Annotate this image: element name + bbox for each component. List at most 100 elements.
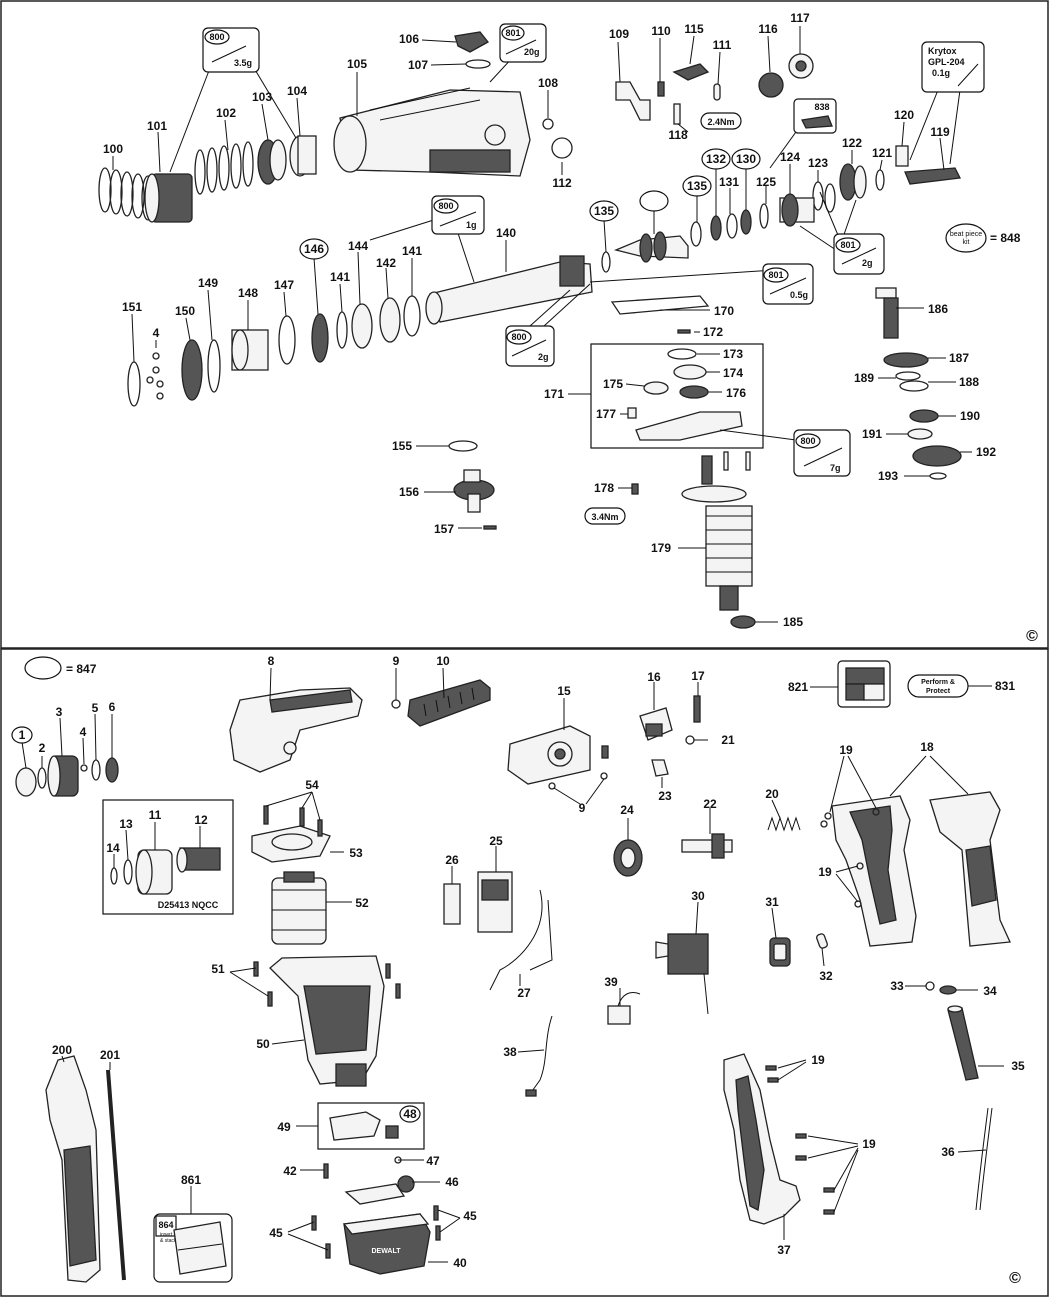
svg-text:42: 42 <box>283 1164 297 1178</box>
part-149-ring <box>207 339 221 393</box>
svg-text:4: 4 <box>153 326 160 340</box>
svg-text:5: 5 <box>92 701 99 715</box>
svg-text:26: 26 <box>445 853 459 867</box>
part-10-vent-cover <box>407 679 491 727</box>
part-121-clip <box>875 169 885 191</box>
svg-text:116: 116 <box>758 22 778 36</box>
part-140-barrel <box>425 255 593 325</box>
svg-text:112: 112 <box>552 176 572 190</box>
part-105-gear-housing <box>333 87 531 177</box>
svg-text:48: 48 <box>403 1107 417 1121</box>
svg-text:124: 124 <box>780 150 800 164</box>
svg-text:GPL-204: GPL-204 <box>928 57 965 67</box>
svg-text:100: 100 <box>103 142 123 156</box>
svg-text:141: 141 <box>330 270 350 284</box>
svg-text:39: 39 <box>604 975 618 989</box>
part-46-cable-clamp <box>344 1175 415 1205</box>
svg-text:10: 10 <box>436 654 450 668</box>
svg-text:135: 135 <box>687 179 707 193</box>
part-125-ring <box>759 203 769 229</box>
copyright-lower: © <box>1009 1270 1021 1287</box>
svg-text:157: 157 <box>434 522 454 536</box>
part-124-ram <box>779 193 815 227</box>
svg-text:45: 45 <box>463 1209 477 1223</box>
part-51-screws <box>253 961 401 1007</box>
svg-text:8: 8 <box>268 654 275 668</box>
svg-text:800: 800 <box>800 436 815 446</box>
part-12-adapter <box>176 847 221 873</box>
callout-801-2g: 801 2g <box>833 233 885 275</box>
part-40-end-cap: DEWALT <box>342 1213 431 1275</box>
leader-lines-lower <box>21 667 1004 1263</box>
part-26-module <box>443 883 461 925</box>
svg-text:= 848: = 848 <box>990 231 1021 245</box>
part-147-ring <box>278 315 296 365</box>
part-191-washer <box>907 428 933 440</box>
svg-text:21: 21 <box>721 733 735 747</box>
svg-text:141: 141 <box>402 244 422 258</box>
svg-text:36: 36 <box>941 1145 955 1159</box>
part-18-handle-halves <box>831 791 1011 947</box>
svg-text:33: 33 <box>890 979 904 993</box>
svg-text:201: 201 <box>100 1048 120 1062</box>
svg-text:110: 110 <box>651 24 671 38</box>
svg-text:187: 187 <box>949 351 969 365</box>
part-189-ring <box>895 371 921 381</box>
part-201-depth-rod <box>106 1069 126 1281</box>
part-190-bearing <box>909 409 939 423</box>
svg-text:121: 121 <box>872 146 892 160</box>
part-177-block <box>627 407 637 419</box>
part-192-gear <box>912 445 962 467</box>
part-22-shaft <box>681 833 733 859</box>
part-42-screw <box>323 1163 329 1179</box>
svg-text:17: 17 <box>691 669 705 683</box>
part-5-ring <box>91 759 101 781</box>
svg-text:861: 861 <box>181 1173 201 1187</box>
svg-text:9: 9 <box>579 801 586 815</box>
svg-text:125: 125 <box>756 175 776 189</box>
part-171-plate <box>635 411 743 441</box>
svg-text:19: 19 <box>811 1053 825 1067</box>
svg-text:106: 106 <box>399 32 419 46</box>
svg-text:DEWALT: DEWALT <box>371 1248 401 1255</box>
svg-text:177: 177 <box>596 407 616 421</box>
svg-text:130: 130 <box>736 152 756 166</box>
svg-text:148: 148 <box>238 286 258 300</box>
part-104-ring <box>289 135 317 177</box>
svg-text:146: 146 <box>304 242 324 256</box>
part-187-bearing <box>883 352 929 368</box>
part-148-hub <box>231 329 269 371</box>
part-109-lever <box>615 81 651 121</box>
svg-text:19: 19 <box>862 1137 876 1151</box>
svg-text:47: 47 <box>426 1154 440 1168</box>
svg-text:186: 186 <box>928 302 948 316</box>
svg-text:193: 193 <box>878 469 898 483</box>
svg-text:103: 103 <box>252 90 272 104</box>
svg-text:801: 801 <box>768 270 783 280</box>
svg-text:25: 25 <box>489 834 503 848</box>
part-34-clamp <box>939 985 957 995</box>
part-157-key <box>483 525 497 530</box>
part-102-spring <box>194 141 254 195</box>
part-49-brush-holder <box>329 1111 381 1141</box>
part-116-gear <box>758 72 784 98</box>
part-144-ring <box>351 303 373 349</box>
svg-text:801: 801 <box>840 240 855 250</box>
svg-text:15: 15 <box>557 684 571 698</box>
svg-text:2.4Nm: 2.4Nm <box>707 117 734 127</box>
svg-text:801: 801 <box>505 28 520 38</box>
svg-text:27: 27 <box>517 986 531 1000</box>
svg-text:9: 9 <box>393 654 400 668</box>
svg-text:102: 102 <box>216 106 236 120</box>
part-156-gear <box>453 469 495 513</box>
svg-text:30: 30 <box>691 889 705 903</box>
torque-118: 2.4Nm <box>700 112 742 130</box>
svg-text:2g: 2g <box>862 258 873 268</box>
part-141-ring <box>403 295 421 337</box>
part-1-cap <box>15 767 37 797</box>
svg-text:4: 4 <box>80 725 87 739</box>
svg-text:109: 109 <box>609 27 629 41</box>
callout-801-20g: 801 20g <box>499 23 547 63</box>
svg-text:45: 45 <box>269 1226 283 1240</box>
